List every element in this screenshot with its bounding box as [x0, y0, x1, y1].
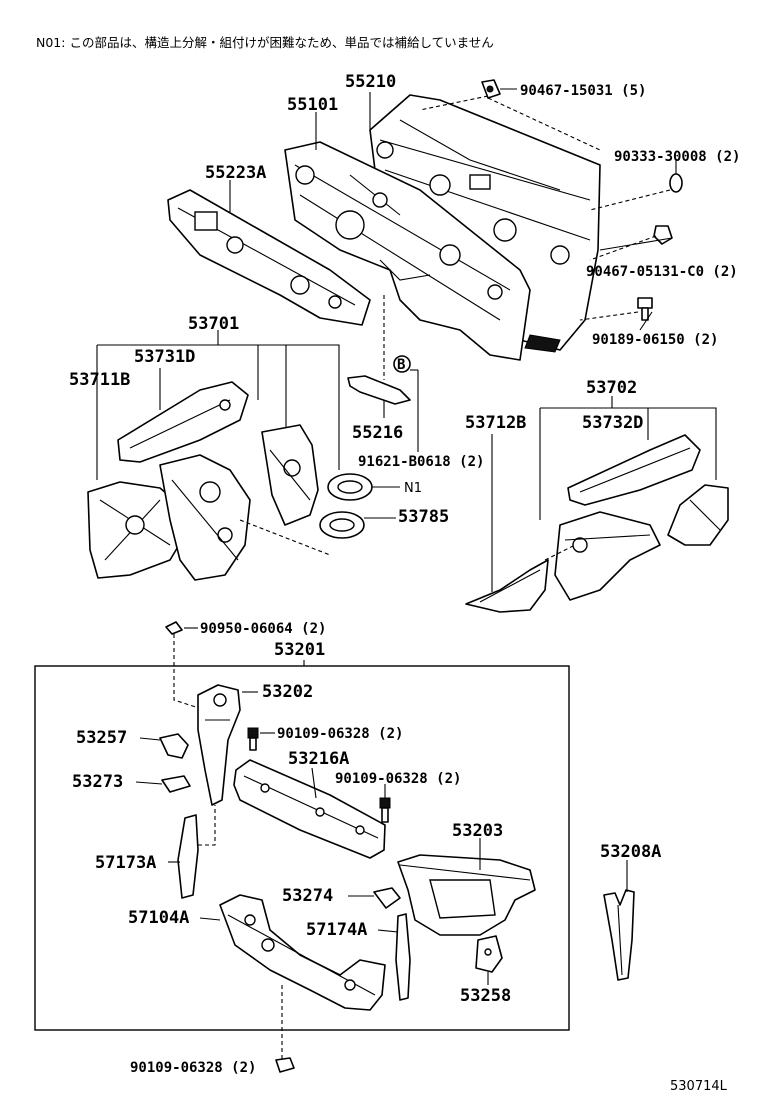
part-90109-06328-bolt-b[interactable] — [379, 797, 391, 823]
label-90467-15031: 90467-15031 (5) — [520, 83, 646, 99]
label-90109-06328-b: 90109-06328 (2) — [335, 771, 461, 787]
label-53732d: 53732D — [582, 413, 643, 433]
part-53702-apron-rear[interactable] — [667, 484, 729, 546]
label-57174a: 57174A — [306, 920, 367, 940]
part-55223a-cross-member[interactable] — [167, 189, 371, 326]
callout-b: B — [393, 355, 419, 452]
part-57104a-support-lower[interactable] — [219, 894, 386, 1011]
part-53274-bracket[interactable] — [373, 887, 401, 909]
part-n1-grommet[interactable] — [327, 473, 400, 501]
label-53711b: 53711B — [69, 370, 130, 390]
label-55216: 55216 — [352, 423, 403, 443]
label-53201: 53201 — [274, 640, 325, 660]
label-53258: 53258 — [460, 986, 511, 1006]
part-53273-bracket[interactable] — [161, 775, 191, 793]
label-90109-06328-c: 90109-06328 (2) — [130, 1060, 256, 1076]
part-57174a-reinforcement[interactable] — [395, 913, 411, 1001]
part-53732d-apron-upper[interactable] — [567, 434, 701, 506]
label-53257: 53257 — [76, 728, 127, 748]
part-53216a-support-upper[interactable] — [233, 759, 386, 859]
part-53785-grommet[interactable] — [319, 511, 396, 539]
part-90467-15031-clip[interactable] — [481, 79, 501, 99]
label-53202: 53202 — [262, 682, 313, 702]
label-90109-06328-a: 90109-06328 (2) — [277, 726, 403, 742]
part-53203-support-right[interactable] — [397, 854, 536, 936]
part-57173a-reinforcement[interactable] — [177, 814, 199, 899]
label-53208a: 53208A — [600, 842, 661, 862]
label-53702: 53702 — [586, 378, 637, 398]
leader-lines-top — [229, 88, 677, 380]
part-53208a-brace[interactable] — [603, 889, 635, 981]
part-90189-06150-bolt[interactable] — [637, 297, 653, 321]
label-90950-06064: 90950-06064 (2) — [200, 621, 326, 637]
label-53274: 53274 — [282, 886, 333, 906]
part-90333-30008-plug[interactable] — [669, 173, 683, 193]
part-53257-bracket[interactable] — [159, 733, 189, 759]
header-note: N01: この部品は、構造上分解・組付けが困難なため、単品では補給していません — [36, 35, 494, 50]
label-53785: 53785 — [398, 507, 449, 527]
label-53216a: 53216A — [288, 749, 349, 769]
label-90189-06150: 90189-06150 (2) — [592, 332, 718, 348]
label-91621-b0618: 91621-B0618 (2) — [358, 454, 484, 470]
label-90467-05131: 90467-05131-C0 (2) — [586, 264, 738, 280]
part-53711b-apron-lower[interactable] — [87, 481, 186, 579]
part-55210-dash-panel-outer[interactable] — [369, 94, 601, 353]
label-57104a: 57104A — [128, 908, 189, 928]
part-90950-06064-clip[interactable] — [165, 621, 183, 635]
part-90109-06328-bolt-a[interactable] — [247, 727, 259, 751]
label-90333-30008: 90333-30008 (2) — [614, 149, 740, 165]
part-53701-apron-rear[interactable] — [261, 424, 319, 526]
bracket-53702 — [539, 396, 717, 520]
bracket-53701 — [96, 330, 340, 480]
part-55216-bracket[interactable] — [347, 375, 411, 418]
part-90467-05131-clip[interactable] — [653, 225, 673, 245]
part-53712b-apron-lower[interactable] — [465, 559, 549, 613]
part-53731d-apron-upper[interactable] — [117, 381, 249, 463]
label-53203: 53203 — [452, 821, 503, 841]
label-55210: 55210 — [345, 72, 396, 92]
label-57173a: 57173A — [95, 853, 156, 873]
label-53701: 53701 — [188, 314, 239, 334]
part-53258-bracket[interactable] — [475, 935, 503, 973]
part-53702-apron-center[interactable] — [554, 511, 661, 601]
part-90109-06328-bolt-c[interactable] — [275, 1057, 295, 1073]
label-55223a: 55223A — [205, 163, 266, 183]
part-55101-dash-panel-inner[interactable] — [284, 141, 531, 361]
part-53202-support-side[interactable] — [197, 684, 241, 806]
label-53731d: 53731D — [134, 347, 195, 367]
label-53712b: 53712B — [465, 413, 526, 433]
label-55101: 55101 — [287, 95, 338, 115]
label-53273: 53273 — [72, 772, 123, 792]
label-n1: N1 — [404, 481, 422, 496]
part-53701-apron-center[interactable] — [159, 454, 251, 581]
diagram-code: 530714L — [670, 1079, 728, 1094]
group-box-53201 — [34, 665, 570, 1031]
svg-text:B: B — [397, 357, 405, 373]
